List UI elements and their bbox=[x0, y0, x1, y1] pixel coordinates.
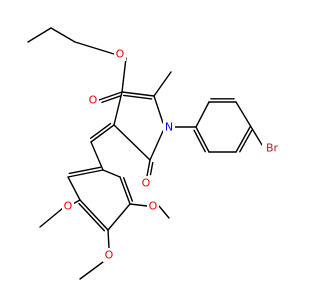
bond-line bbox=[239, 129, 253, 153]
bond-line bbox=[193, 129, 206, 153]
bond-line bbox=[27, 27, 52, 43]
bond-line bbox=[158, 205, 170, 219]
methoxy-bottom-oxygen-atom: O bbox=[103, 248, 115, 262]
bond-line bbox=[149, 130, 164, 161]
bond-line bbox=[146, 159, 151, 177]
bond-line bbox=[121, 57, 127, 93]
bond-line bbox=[39, 207, 64, 228]
svg-text:O: O bbox=[116, 48, 125, 61]
bond-line bbox=[122, 94, 153, 100]
bond-line bbox=[195, 101, 210, 128]
svg-text:O: O bbox=[149, 200, 158, 213]
bond-line bbox=[121, 91, 155, 97]
bond-skeleton bbox=[27, 27, 263, 280]
bond-line bbox=[129, 203, 148, 207]
svg-text:N: N bbox=[165, 121, 173, 134]
methoxy-left-oxygen-atom: O bbox=[62, 199, 74, 213]
methoxy-right-oxygen-atom: O bbox=[147, 199, 159, 213]
bond-line bbox=[50, 27, 76, 43]
bond-line bbox=[101, 94, 122, 104]
bond-line bbox=[107, 203, 131, 231]
bond-line bbox=[90, 124, 115, 143]
bond-line bbox=[119, 176, 131, 205]
bond-line bbox=[67, 169, 104, 178]
bond-line bbox=[195, 126, 210, 153]
svg-text:O: O bbox=[89, 94, 98, 107]
svg-text:O: O bbox=[64, 200, 73, 213]
chemical-structure: O O N O Br O O O bbox=[27, 27, 282, 280]
svg-text:Br: Br bbox=[266, 142, 279, 155]
bond-line bbox=[74, 41, 115, 55]
ester-ether-oxygen-atom: O bbox=[114, 47, 126, 61]
bond-line bbox=[107, 229, 110, 249]
bond-line bbox=[149, 161, 154, 176]
bromine-atom: Br bbox=[262, 141, 282, 155]
lactam-oxygen-atom: O bbox=[140, 176, 152, 190]
bond-line bbox=[153, 95, 164, 124]
bond-line bbox=[122, 177, 134, 202]
bond-line bbox=[235, 126, 251, 153]
bond-line bbox=[153, 71, 172, 97]
bond-line bbox=[90, 141, 104, 171]
svg-text:O: O bbox=[105, 249, 114, 262]
bond-line bbox=[113, 124, 151, 161]
bond-line bbox=[67, 176, 81, 201]
bond-line bbox=[102, 169, 121, 178]
bond-line bbox=[79, 261, 104, 280]
ester-carbonyl-oxygen-atom: O bbox=[87, 93, 99, 107]
bond-line bbox=[78, 202, 105, 232]
svg-text:O: O bbox=[142, 177, 151, 190]
bond-line bbox=[68, 166, 102, 175]
ring-nitrogen-atom: N bbox=[163, 120, 175, 134]
bond-line bbox=[235, 101, 263, 146]
bond-line bbox=[79, 199, 109, 231]
bond-line bbox=[113, 91, 123, 126]
atom-labels: O O N O Br O O O bbox=[62, 47, 282, 262]
bond-line bbox=[98, 91, 123, 101]
bond-line bbox=[90, 122, 112, 139]
